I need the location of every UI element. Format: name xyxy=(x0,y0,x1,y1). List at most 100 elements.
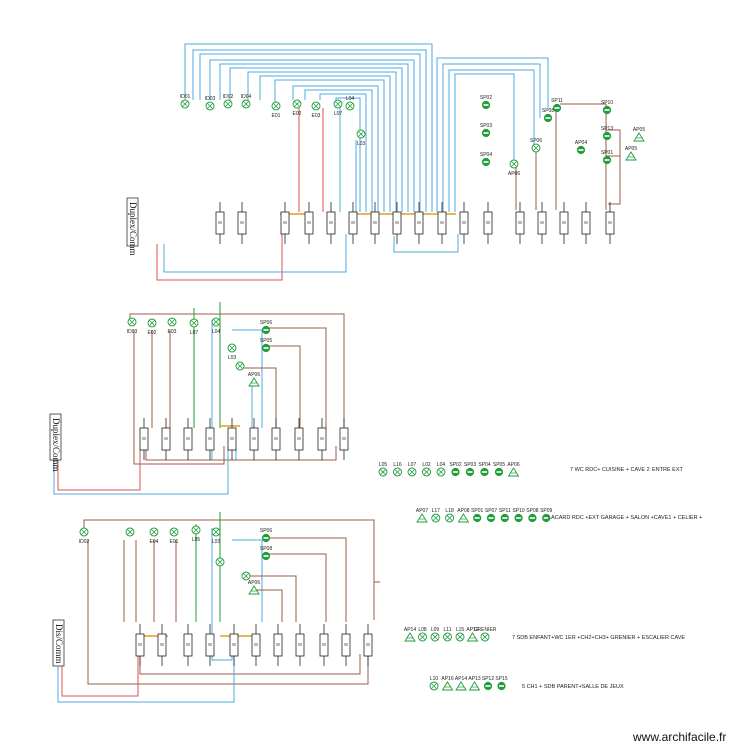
panel3-side-label: Dis/Comm xyxy=(54,624,64,664)
lamp-symbol: L09 xyxy=(430,627,440,642)
lamp-symbol: SP09 xyxy=(540,508,553,523)
panel1-breaker xyxy=(559,202,569,244)
panel2-breaker xyxy=(227,418,237,460)
lamp-symbol: E01 xyxy=(272,101,281,119)
panel3-breaker xyxy=(157,624,167,666)
panel3-breaker xyxy=(273,624,283,666)
lamp-symbol: L17 xyxy=(431,508,441,523)
symbol-label: SP08 xyxy=(542,108,554,114)
symbol-label: L02 xyxy=(422,462,431,468)
panel2-breaker xyxy=(205,418,215,460)
symbol-label: L03 xyxy=(357,141,366,147)
lamp-symbol: L08 xyxy=(418,627,427,642)
panel3-breaker xyxy=(205,624,215,666)
lamp-symbol xyxy=(241,571,251,581)
symbol-label: E02 xyxy=(148,330,157,336)
symbol-label: SP10 xyxy=(512,508,524,514)
lamp-symbol: ID03 xyxy=(205,96,216,111)
lamp-symbol: AP13 xyxy=(468,676,481,691)
symbol-label: SP04 xyxy=(480,152,492,158)
lamp-symbol: AP08 xyxy=(457,508,470,523)
panel1-wiring xyxy=(156,43,621,281)
symbol-label: SP03 xyxy=(480,123,492,129)
symbol-label: SP02 xyxy=(449,462,461,468)
symbol-label: L10 xyxy=(430,676,439,682)
symbol-label: SP02 xyxy=(480,95,492,101)
lamp-symbol: AP06 xyxy=(248,580,260,595)
symbol-label: E01 xyxy=(170,539,179,545)
symbol-label: AP05 xyxy=(625,146,637,152)
lamp-symbol: SP06 xyxy=(530,138,542,153)
panel1-side-label: Duplex/Comm xyxy=(128,202,138,256)
lamp-symbol xyxy=(125,527,135,537)
panel2-breaker xyxy=(139,418,149,460)
symbol-label: AP06 xyxy=(507,462,519,468)
panel2-breaker xyxy=(161,418,171,460)
lamp-symbol: L10 xyxy=(429,676,439,691)
symbol-label: SP11 xyxy=(551,98,563,104)
lamp-symbol: SP03 xyxy=(464,462,476,477)
symbol-label: L11 xyxy=(444,627,452,633)
lamp-symbol: L04 xyxy=(436,462,446,477)
lamp-symbol: L05 xyxy=(378,462,388,477)
lamp-symbol: L07 xyxy=(189,318,199,336)
symbol-label: L07 xyxy=(190,330,199,336)
panel1-breaker xyxy=(326,202,336,244)
lamp-symbol: ID03 xyxy=(127,317,137,335)
symbol-label: AP08 xyxy=(457,508,469,514)
panel1-breaker xyxy=(605,202,615,244)
symbol-label: L17 xyxy=(432,508,441,514)
lamp-symbol: SP04 xyxy=(480,152,492,167)
lamp-symbol: SP08 xyxy=(526,508,539,523)
symbol-label: ID03 xyxy=(205,96,216,102)
symbol-label: E03 xyxy=(312,113,321,119)
lamp-symbol: SP03 xyxy=(480,123,492,138)
panel2-breaker xyxy=(317,418,327,460)
lamp-symbol: E04 xyxy=(150,527,159,545)
lamp-symbol: AP12 xyxy=(466,627,479,642)
panel3-breaker xyxy=(183,624,193,666)
symbol-label: ID02 xyxy=(223,94,234,100)
symbol-label: L08 xyxy=(418,627,427,633)
symbol-label: SP09 xyxy=(540,508,552,514)
lamp-symbol: SP05 xyxy=(260,338,272,353)
lamp-symbol: L02 xyxy=(422,462,431,477)
lamp-symbol xyxy=(215,557,225,567)
lamp-symbol: AP06 xyxy=(507,462,520,477)
panel2-breaker xyxy=(249,418,259,460)
panel1-breaker xyxy=(459,202,469,244)
symbol-label: AP13 xyxy=(468,676,480,682)
panel3-breaker xyxy=(319,624,329,666)
symbol-label: L05 xyxy=(379,462,388,468)
symbol-label: SP06 xyxy=(530,138,542,144)
symbol-label: AP05 xyxy=(633,127,645,133)
lamp-symbol: SP01 xyxy=(471,508,484,523)
lamp-symbol: L07 xyxy=(333,99,343,117)
symbol-label: AP06 xyxy=(248,372,260,378)
symbol-label: AP16 xyxy=(441,676,453,682)
symbol-label: SP08 xyxy=(526,508,538,514)
panel2-breaker xyxy=(271,418,281,460)
lamp-symbol: SP06 xyxy=(260,320,272,335)
lamp-symbol: L03 xyxy=(227,343,237,361)
panel1-breaker xyxy=(215,202,225,244)
panel1-breaker xyxy=(280,202,290,244)
panel1-breaker xyxy=(537,202,547,244)
panel2-breaker xyxy=(183,418,193,460)
lamp-symbol: E03 xyxy=(168,317,177,335)
panel3-breaker xyxy=(341,624,351,666)
symbol-label: L04 xyxy=(346,96,355,102)
lamp-symbol: AP04 xyxy=(575,140,587,155)
panel2-wiring xyxy=(53,302,345,495)
lamp-symbol xyxy=(235,361,245,371)
lamp-symbol: ID01 xyxy=(180,94,190,109)
panel1-breaker xyxy=(370,202,380,244)
lamp-symbol: L16 xyxy=(393,462,402,477)
lamp-symbol: SP15 xyxy=(495,676,508,691)
legend-row2-text: LACARD RDC +EXT GARAGE + SALON +CAVE1 + … xyxy=(548,515,702,521)
lamp-symbol: L04 xyxy=(211,317,221,335)
panel2-breaker xyxy=(294,418,304,460)
symbol-label: AP12 xyxy=(466,627,478,633)
panel1-breaker xyxy=(515,202,525,244)
